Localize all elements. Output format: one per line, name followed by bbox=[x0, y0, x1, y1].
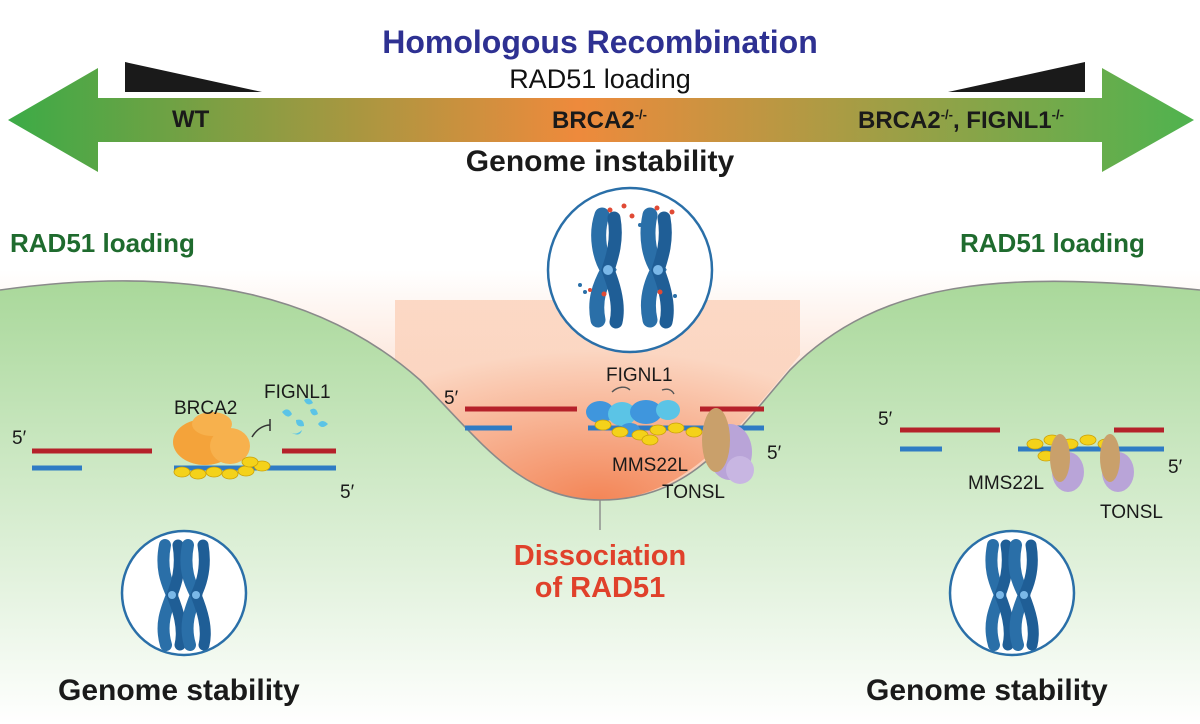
left-loading-wedge bbox=[125, 62, 262, 92]
right-five-prime-top: 5′ bbox=[878, 409, 893, 430]
brca2-protein bbox=[173, 412, 250, 465]
center-mms22l-tonsl bbox=[702, 408, 754, 484]
right-mms22l-label: MMS22L bbox=[968, 473, 1045, 494]
brca2-label: BRCA2 bbox=[174, 398, 238, 419]
left-five-prime-bottom: 5′ bbox=[340, 482, 355, 503]
left-rad51-loading-heading: RAD51 loading bbox=[10, 228, 195, 258]
center-fignl1-label: FIGNL1 bbox=[606, 365, 673, 386]
double-mutant-label: BRCA2-/-, FIGNL1-/- bbox=[858, 107, 1064, 134]
left-genome-stability-label: Genome stability bbox=[58, 674, 300, 707]
center-five-prime-left: 5′ bbox=[444, 388, 459, 409]
left-five-prime-top: 5′ bbox=[12, 428, 27, 449]
center-fignl1-complex bbox=[586, 400, 680, 437]
fignl1-fragments bbox=[282, 398, 328, 435]
diagram-title: Homologous Recombination bbox=[382, 24, 818, 60]
center-five-prime-right: 5′ bbox=[767, 443, 782, 464]
top-loading-label: RAD51 loading bbox=[509, 64, 691, 94]
right-stable-chromosome-circle bbox=[948, 529, 1076, 657]
right-genome-stability-label: Genome stability bbox=[866, 674, 1108, 707]
left-rad51-filament bbox=[173, 456, 271, 480]
rad51-gradient-arrow bbox=[8, 68, 1194, 172]
center-tonsl-label: TONSL bbox=[662, 482, 726, 503]
right-loading-wedge bbox=[948, 62, 1085, 92]
left-fignl1-label: FIGNL1 bbox=[264, 382, 331, 403]
right-rad51-loading-heading: RAD51 loading bbox=[960, 228, 1145, 258]
right-tonsl-label: TONSL bbox=[1100, 502, 1164, 523]
brca2-mutant-label: BRCA2-/- bbox=[552, 107, 647, 134]
center-mms22l-label: MMS22L bbox=[612, 455, 689, 476]
inhibition-mark bbox=[251, 419, 271, 438]
unstable-chromosome-circle bbox=[546, 186, 714, 354]
left-stable-chromosome-circle bbox=[120, 529, 248, 657]
right-five-prime-bottom: 5′ bbox=[1168, 457, 1183, 478]
wt-label: WT bbox=[172, 106, 210, 133]
right-mms22l-tonsl bbox=[1050, 434, 1134, 492]
energy-valley-inner bbox=[395, 300, 800, 500]
genome-instability-heading: Genome instability bbox=[465, 145, 735, 178]
right-dna-strands bbox=[900, 427, 1164, 452]
